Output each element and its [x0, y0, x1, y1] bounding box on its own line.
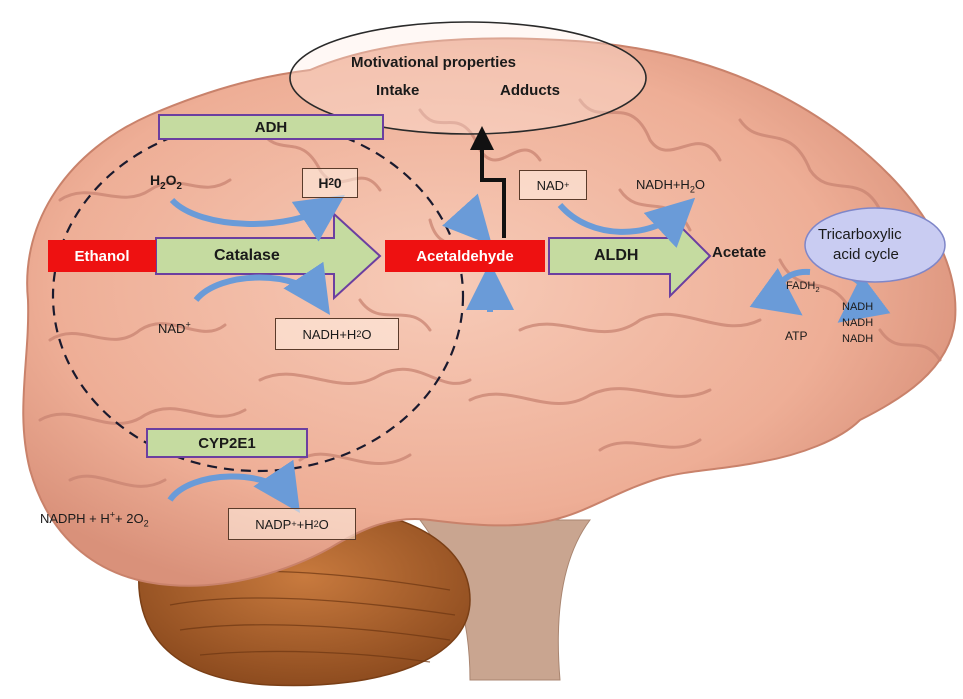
catalase-label: Catalase: [214, 247, 280, 265]
nadph-label: NADPH + H++ 2O2: [40, 512, 149, 525]
nadh-right-label: NADH+H2O: [636, 178, 705, 191]
nadh-stack-2: NADH: [842, 318, 873, 329]
atp-label: ATP: [785, 330, 807, 342]
tca-line2: acid cycle: [833, 247, 899, 262]
motivational-adducts: Adducts: [500, 83, 560, 98]
aldh-label: ALDH: [594, 247, 638, 265]
cyp2e1-enzyme-box: CYP2E1: [146, 428, 308, 458]
nad-left-label: NAD+: [158, 322, 191, 335]
acetate-label: Acetate: [712, 245, 766, 260]
fadh2-label: FADH2: [786, 281, 820, 292]
nadh-stack-3: NADH: [842, 334, 873, 345]
h2o2-label: H2O2: [150, 173, 182, 187]
ethanol-box: Ethanol: [48, 240, 156, 272]
acetaldehyde-box: Acetaldehyde: [385, 240, 545, 272]
motivational-intake: Intake: [376, 83, 419, 98]
nadh-stack-1: NADH: [842, 302, 873, 313]
motivational-title: Motivational properties: [351, 55, 516, 70]
nad-right-box: NAD+: [519, 170, 587, 200]
adh-enzyme-box: ADH: [158, 114, 384, 140]
tca-line1: Tricarboxylic: [818, 227, 902, 242]
tca-ellipse: [805, 208, 945, 282]
